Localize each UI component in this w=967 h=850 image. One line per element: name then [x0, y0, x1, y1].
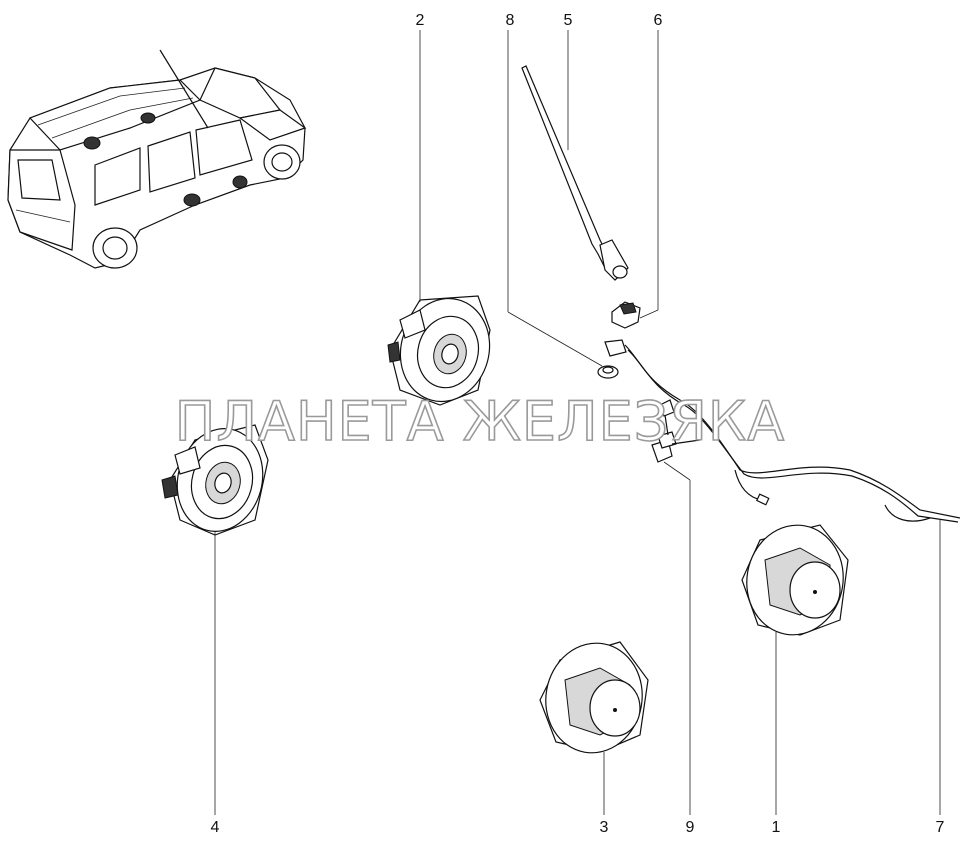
connector-9 [651, 399, 701, 463]
callout-5: 5 [564, 12, 573, 29]
callout-9: 9 [686, 819, 695, 836]
speaker-1 [741, 524, 849, 636]
grommet-8 [597, 339, 627, 379]
callout-6: 6 [654, 12, 663, 29]
antenna-cable-7 [624, 344, 961, 523]
speaker-2 [387, 295, 491, 406]
callout-2: 2 [416, 12, 425, 29]
car-overview [7, 49, 307, 269]
leader-9b [663, 461, 691, 481]
leader-lines [214, 30, 941, 815]
callout-7: 7 [936, 819, 945, 836]
watermark-text: ПЛАНЕТА ЖЕЛЕЗЯКА [175, 390, 785, 453]
callout-4: 4 [211, 819, 220, 836]
speaker-4 [161, 424, 269, 536]
callout-1: 1 [772, 819, 781, 836]
speaker-3 [539, 641, 649, 754]
leader-6b [639, 309, 659, 319]
callout-8: 8 [506, 12, 515, 29]
leader-8b [507, 311, 603, 367]
antenna-mast-5 [521, 65, 629, 281]
antenna-base-6 [611, 301, 641, 329]
callout-3: 3 [600, 819, 609, 836]
